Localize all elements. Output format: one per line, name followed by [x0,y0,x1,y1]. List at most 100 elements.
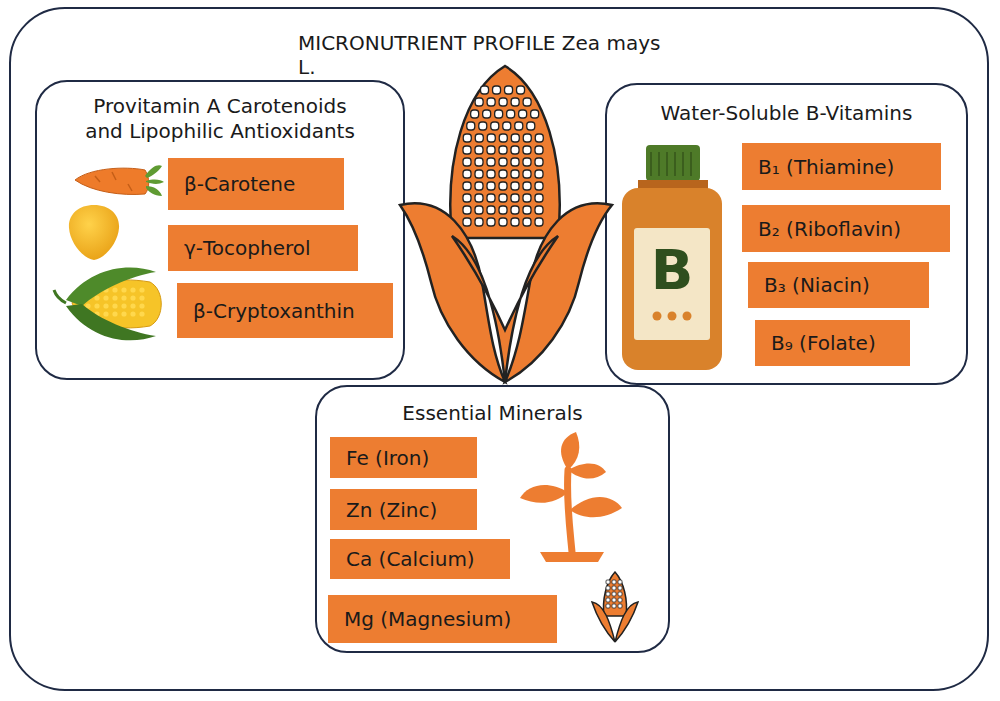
corn-kernel [487,218,495,226]
corn-kernel [475,98,483,106]
nutrient-item: B₂ (Riboflavin) [742,205,950,252]
corn-kernel [535,170,543,178]
nutrient-panel: Provitamin A Carotenoids and Lipophilic … [35,80,405,380]
corn-kernel [527,122,535,130]
corn-kernel [511,158,519,166]
corn-kernel [523,134,531,142]
corn-kernel [535,194,543,202]
corn-kernel [523,218,531,226]
nutrient-item: Fe (Iron) [330,437,477,478]
item-label: Ca (Calcium) [346,547,475,571]
nutrient-panel: Water-Soluble B-Vitamins B₁ (Thiamine) B₂ … [605,83,968,385]
corn-kernel [503,122,511,130]
corn-husk [505,203,612,382]
item-label: B₉ (Folate) [771,331,876,355]
corn-husk [400,203,505,382]
corn-kernel [535,146,543,154]
corn-kernel [535,134,543,142]
item-label: Mg (Magnesium) [344,607,511,631]
corn-kernel [487,206,495,214]
corn-kernel [517,86,525,94]
corn-kernel [463,206,471,214]
corn-kernel [481,86,489,94]
corn-kernel [523,98,531,106]
corn-kernel [487,134,495,142]
corn-kernel [475,182,483,190]
item-label: γ-Tocopherol [184,236,311,260]
corn-kernel [523,182,531,190]
corn-kernel [511,194,519,202]
item-label: β-Carotene [184,172,295,196]
corn-kernel [475,218,483,226]
corn-kernel [511,170,519,178]
corn-kernel [535,182,543,190]
corn-kernel [535,218,543,226]
corn-kernel [523,206,531,214]
corn-kernel [499,170,507,178]
corn-kernel [499,194,507,202]
corn-cob [450,66,559,238]
nutrient-item: Mg (Magnesium) [328,595,557,643]
corn-kernel [499,218,507,226]
nutrient-item: β-Cryptoxanthin [177,283,393,338]
corn-kernel [519,110,527,118]
corn-kernel [511,134,519,142]
corn-kernel [511,206,519,214]
item-label: β-Cryptoxanthin [193,299,355,323]
item-label: B₃ (Niacin) [764,273,870,297]
nutrient-item: B₃ (Niacin) [748,262,929,308]
corn-kernel [475,206,483,214]
corn-kernel [463,134,471,142]
nutrient-panel: Essential Minerals Fe (Iron) Zn (Zinc) Ca (… [315,385,670,653]
corn-kernel [475,134,483,142]
item-label: Fe (Iron) [346,446,429,470]
nutrient-item: β-Carotene [168,158,344,210]
panel-heading: Essential Minerals [333,401,653,426]
corn-kernel [467,122,475,130]
corn-kernel [487,170,495,178]
corn-kernel [499,158,507,166]
nutrient-item: B₁ (Thiamine) [742,143,941,190]
bottle-letter: B [634,238,710,302]
corn-kernel [491,122,499,130]
corn-kernel [463,194,471,202]
corn-kernel [535,206,543,214]
item-label: B₁ (Thiamine) [758,155,894,179]
nutrient-item: Ca (Calcium) [330,539,510,579]
corn-kernel [463,170,471,178]
corn-kernel [487,194,495,202]
corn-kernel [487,182,495,190]
corn-kernel [511,182,519,190]
corn-kernel [499,98,507,106]
corn-kernel [471,110,479,118]
corn-kernel [493,86,501,94]
diagram-title: MICRONUTRIENT PROFILE Zea mays L. [298,31,673,79]
corn-kernel [475,170,483,178]
corn-kernel [483,110,491,118]
corn-kernel [523,170,531,178]
nutrient-item: B₉ (Folate) [755,320,910,366]
corn-kernel [531,110,539,118]
nutrient-item: γ-Tocopherol [168,225,358,271]
panel-heading: Provitamin A Carotenoids and Lipophilic … [80,94,360,144]
corn-kernel [523,146,531,154]
panel-heading: Water-Soluble B-Vitamins [617,101,957,126]
nutrient-item: Zn (Zinc) [330,489,477,530]
corn-husk [452,236,558,382]
corn-kernel [463,158,471,166]
corn-kernel [499,146,507,154]
corn-kernel [487,98,495,106]
corn-kernel [511,146,519,154]
corn-kernel [463,182,471,190]
corn-kernel [535,158,543,166]
corn-kernel [487,158,495,166]
item-label: B₂ (Riboflavin) [758,217,901,241]
corn-illustration [400,66,612,382]
corn-kernel [475,158,483,166]
corn-kernel [499,134,507,142]
corn-kernel [511,218,519,226]
corn-kernel [523,158,531,166]
corn-kernel [499,182,507,190]
corn-kernels [463,86,543,226]
